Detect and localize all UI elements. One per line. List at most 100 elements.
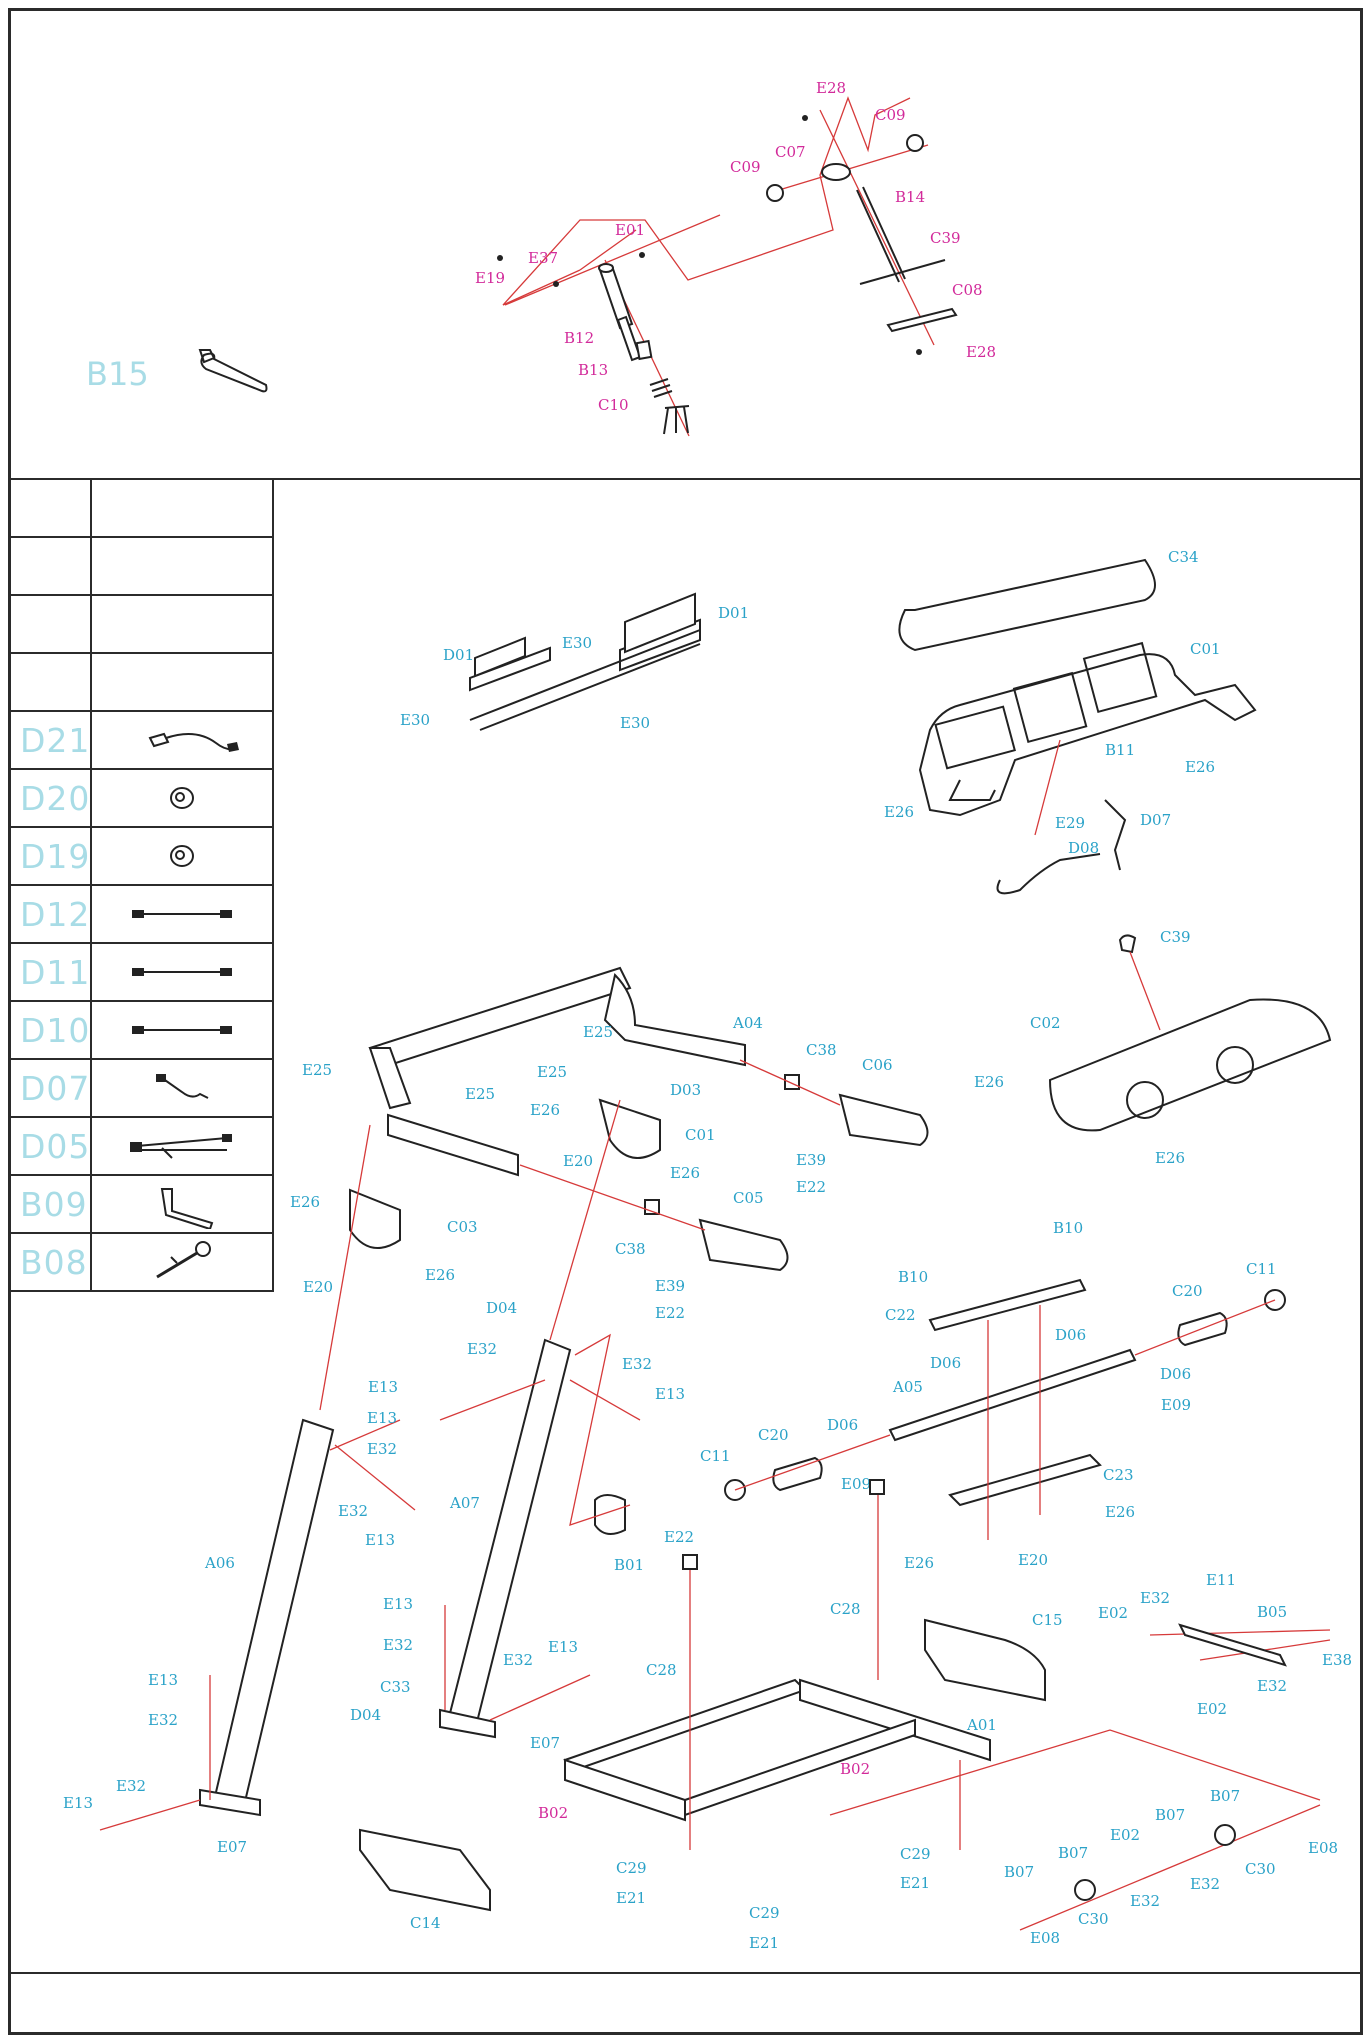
parts-table-row: B09	[7, 1174, 274, 1234]
part-code	[7, 478, 93, 538]
knob-shaft-b12	[598, 263, 642, 362]
cable-icon	[90, 1000, 274, 1060]
parts-table-row: D05	[7, 1116, 274, 1176]
callout-c29-b: C29	[900, 1845, 931, 1863]
upright-a07	[445, 1338, 572, 1732]
callout-e02-b: E02	[1197, 1700, 1227, 1718]
callout-c28: C28	[830, 1600, 861, 1618]
callout-b07: B07	[1004, 1863, 1034, 1881]
callout-c38-b: C38	[615, 1240, 646, 1258]
callout-e01: E01	[615, 221, 645, 239]
part-code	[7, 652, 93, 712]
callout-e13-g: E13	[63, 1794, 93, 1812]
callout-d06-b: D06	[930, 1354, 961, 1372]
callout-e08: E08	[1030, 1929, 1060, 1947]
parts-table-row: D11	[7, 942, 274, 1002]
console-c01	[918, 641, 1257, 817]
callout-e37: E37	[528, 249, 558, 267]
rod-b14	[856, 186, 906, 283]
bracket-c01	[598, 1098, 661, 1159]
callout-d03: D03	[670, 1081, 701, 1099]
callout-c01-console: C01	[1190, 640, 1221, 658]
callout-b14: B14	[895, 188, 925, 206]
callout-c15: C15	[1032, 1611, 1063, 1629]
callout-e26-roller: E26	[1105, 1503, 1135, 1521]
base-frame-a01	[564, 1758, 686, 1822]
callout-e26-frame: E26	[530, 1101, 560, 1119]
callout-e13-d: E13	[365, 1531, 395, 1549]
callout-e21-b: E21	[900, 1874, 930, 1892]
plate-c08	[886, 307, 958, 333]
callout-b02-b: B02	[538, 1804, 568, 1822]
callout-c14: C14	[410, 1914, 441, 1932]
callout-b12: B12	[564, 329, 594, 347]
callout-d07-console: D07	[1140, 811, 1171, 829]
callout-e32-base-b: E32	[1257, 1677, 1287, 1695]
callout-e26-frame-d: E26	[425, 1266, 455, 1284]
callout-e07: E07	[217, 1838, 247, 1856]
callout-c20-b: C20	[758, 1426, 789, 1444]
callout-c11-b: C11	[700, 1447, 731, 1465]
callout-e13: E13	[368, 1378, 398, 1396]
section-divider-bottom	[8, 1972, 1363, 1974]
parts-table-row: B08	[7, 1232, 274, 1292]
parts-table-row: D07	[7, 1058, 274, 1118]
callout-e22-lower: E22	[664, 1528, 694, 1546]
callout-b10-b: B10	[1053, 1219, 1083, 1237]
callout-c09: C09	[875, 106, 906, 124]
callout-e26: E26	[1185, 758, 1215, 776]
parts-table-row: D10	[7, 1000, 274, 1060]
callout-e32-e: E32	[148, 1711, 178, 1729]
part-code	[7, 536, 93, 596]
part-code: B09	[7, 1174, 93, 1234]
callout-e13-e: E13	[148, 1671, 178, 1689]
roller-b05	[1178, 1623, 1287, 1667]
callout-b05: B05	[1257, 1603, 1287, 1621]
callout-e32: E32	[467, 1340, 497, 1358]
callout-c28-b: C28	[646, 1661, 677, 1679]
base-assembly: C28 C15 C28 A01 B02 B02 C29 E21 C29 E21 …	[538, 1479, 1352, 1952]
callout-e30-b: E30	[400, 711, 430, 729]
tool-code-b15: B15	[86, 355, 149, 393]
callout-c33: C33	[380, 1678, 411, 1696]
callout-e32-b: E32	[622, 1355, 652, 1373]
part-code: D21	[7, 710, 93, 770]
callout-a05: A05	[892, 1378, 923, 1396]
callout-b07-b: B07	[1058, 1844, 1088, 1862]
callout-b13: B13	[578, 361, 608, 379]
part-code: D07	[7, 1058, 93, 1118]
rail-c22	[928, 1278, 1087, 1332]
cap-c09-left	[766, 184, 784, 202]
roller-a05	[888, 1348, 1137, 1442]
block-c38	[784, 1074, 800, 1090]
callout-a01: A01	[966, 1716, 997, 1734]
cable-icon	[90, 942, 274, 1002]
wheel-c30-right	[1214, 1824, 1236, 1846]
callout-a07: A07	[449, 1494, 480, 1512]
callout-e32-g: E32	[116, 1777, 146, 1795]
circuit-board-d01-left	[469, 646, 551, 692]
parts-table-row: D21	[7, 710, 274, 770]
end-cap-c05	[698, 1218, 789, 1272]
callout-c06: C06	[862, 1056, 893, 1074]
part-icon-empty	[90, 478, 274, 538]
part-code: D11	[7, 942, 93, 1002]
ferrite-ring-icon	[90, 826, 274, 886]
callout-e25-b: E25	[465, 1085, 495, 1103]
part-icon-empty	[90, 652, 274, 712]
callout-e13-h: E13	[548, 1638, 578, 1656]
callout-b10: B10	[898, 1268, 928, 1286]
upright-a06	[211, 1418, 335, 1812]
parts-table-row	[7, 478, 274, 538]
cable-d08	[996, 853, 1101, 895]
callout-c05: C05	[733, 1189, 764, 1207]
ferrite-ring-icon	[90, 768, 274, 828]
wire-harness-icon	[90, 1116, 274, 1176]
callout-e09-b: E09	[841, 1475, 871, 1493]
console-assembly: D01 E30 D01 E30 E30 C34 C01 B11 E26 E26 …	[400, 548, 1257, 895]
callout-e26-roller-b: E26	[904, 1554, 934, 1572]
callout-c11: C11	[1246, 1260, 1277, 1278]
callout-a06: A06	[204, 1554, 235, 1572]
cable-icon	[90, 884, 274, 944]
cap-c09-right	[906, 134, 924, 152]
